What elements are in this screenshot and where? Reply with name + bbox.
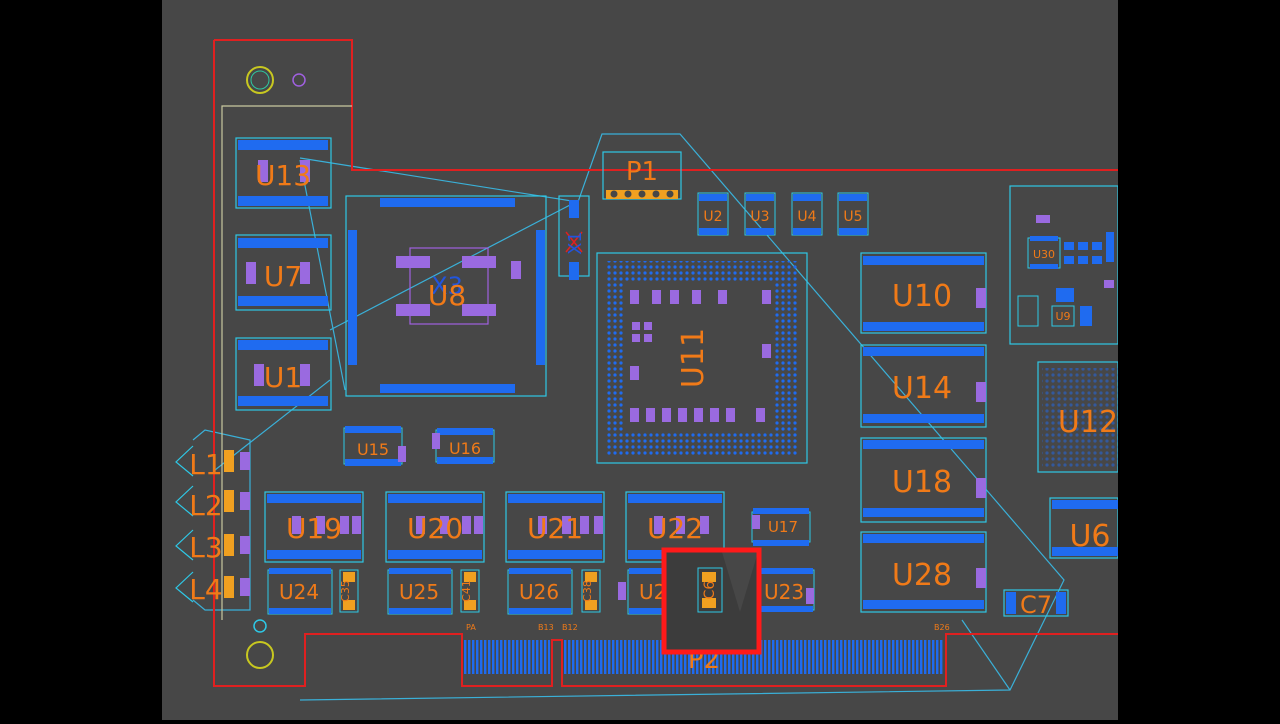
component-x1[interactable]: X1 <box>558 195 590 280</box>
component-u18[interactable]: U18 <box>860 437 987 523</box>
silkscreen-marks: PA B13 B12 B26 <box>466 623 950 632</box>
designator-u2: U2 <box>703 209 722 225</box>
component-u7[interactable]: U7 <box>235 234 332 311</box>
designator-u3: U3 <box>750 209 769 225</box>
designator-u21: U21 <box>527 512 583 545</box>
designator-x3: X3 <box>431 272 463 300</box>
designator-l1: L1 <box>189 448 222 481</box>
designator-c41: C41 <box>460 580 473 602</box>
silk-pa: PA <box>466 623 476 632</box>
designator-c38: C38 <box>581 580 594 602</box>
component-u28[interactable]: U28 <box>860 531 987 613</box>
silk-b13: B13 <box>538 623 554 632</box>
silk-b26: B26 <box>934 623 950 632</box>
designator-u20: U20 <box>407 512 463 545</box>
designator-p1: P1 <box>626 157 658 187</box>
designator-u24: U24 <box>279 580 319 604</box>
component-l2[interactable]: L2 <box>175 485 250 522</box>
component-u14[interactable]: U14 <box>860 344 987 428</box>
component-c35[interactable]: C35 <box>339 569 359 613</box>
silk-b12: B12 <box>562 623 578 632</box>
designator-c7: C7 <box>1020 591 1052 619</box>
designator-x1: X1 <box>565 231 586 255</box>
selection-highlight-box <box>661 547 762 655</box>
designator-u26: U26 <box>519 580 559 604</box>
component-u12[interactable]: U12 <box>1037 361 1119 473</box>
board-outline <box>213 39 1118 687</box>
component-l4[interactable]: L4 <box>175 571 250 606</box>
designator-u28: U28 <box>892 558 952 593</box>
component-u4[interactable]: U4 <box>791 192 823 236</box>
component-u3[interactable]: U3 <box>744 192 776 236</box>
designator-c6: C6 <box>702 581 718 600</box>
component-u15[interactable]: U15 <box>343 426 406 466</box>
designator-u1: U1 <box>264 361 302 394</box>
designator-u30: U30 <box>1033 248 1055 261</box>
component-u8[interactable]: X3 U8 <box>345 195 547 397</box>
designator-l2: L2 <box>189 489 222 522</box>
designator-l3: L3 <box>189 531 222 564</box>
designator-u6: U6 <box>1069 519 1110 554</box>
designator-u16: U16 <box>449 439 481 458</box>
keepout-outline <box>221 105 352 620</box>
component-l1[interactable]: L1 <box>175 445 250 481</box>
component-p1[interactable]: P1 <box>602 151 682 200</box>
component-c41[interactable]: C41 <box>460 569 480 613</box>
designator-u22: U22 <box>647 512 703 545</box>
designator-u8: U8 <box>428 279 466 312</box>
component-u23[interactable]: U23 <box>755 568 815 612</box>
component-u6[interactable]: U6 <box>1049 497 1119 559</box>
component-u1[interactable]: U1 <box>235 337 332 411</box>
component-c6[interactable]: C6 <box>661 547 762 655</box>
designator-u17: U17 <box>768 518 798 536</box>
component-u26[interactable]: U26 <box>507 568 573 615</box>
designator-u5: U5 <box>843 209 862 225</box>
component-l3[interactable]: L3 <box>175 529 250 564</box>
designator-u25: U25 <box>399 580 439 604</box>
designator-u11: U11 <box>676 328 711 388</box>
designator-u13: U13 <box>255 159 311 192</box>
mounting-holes <box>246 66 306 669</box>
component-u19[interactable]: U19 <box>264 491 364 563</box>
designator-u7: U7 <box>264 260 302 293</box>
designator-u12: U12 <box>1058 405 1118 440</box>
designator-u14: U14 <box>892 371 952 406</box>
component-u17[interactable]: U17 <box>751 508 811 546</box>
component-u21[interactable]: U21 <box>505 491 605 563</box>
designator-u18: U18 <box>892 465 952 500</box>
component-u25[interactable]: U25 <box>387 568 453 615</box>
designator-u23: U23 <box>764 580 804 604</box>
designator-u10: U10 <box>892 279 952 314</box>
component-u24[interactable]: U24 <box>267 568 333 615</box>
pcb-canvas[interactable]: U13 U7 U1 <box>162 0 1119 720</box>
designator-u9: U9 <box>1055 310 1070 323</box>
component-u16[interactable]: U16 <box>432 428 495 464</box>
component-c38[interactable]: C38 <box>581 569 601 613</box>
component-u10[interactable]: U10 <box>860 252 987 334</box>
component-u20[interactable]: U20 <box>385 491 485 563</box>
designator-u19: U19 <box>286 512 342 545</box>
component-c7[interactable]: C7 <box>1003 589 1069 619</box>
component-u5[interactable]: U5 <box>837 192 869 236</box>
designator-u15: U15 <box>357 440 389 459</box>
component-u11[interactable]: U11 <box>596 252 808 464</box>
designator-c35: C35 <box>339 580 352 602</box>
component-u2[interactable]: U2 <box>697 192 729 236</box>
right-letterbox <box>1118 0 1280 720</box>
component-u13[interactable]: U13 <box>235 137 332 209</box>
designator-l4: L4 <box>189 573 222 606</box>
designator-u4: U4 <box>797 209 816 225</box>
left-letterbox <box>0 0 162 720</box>
